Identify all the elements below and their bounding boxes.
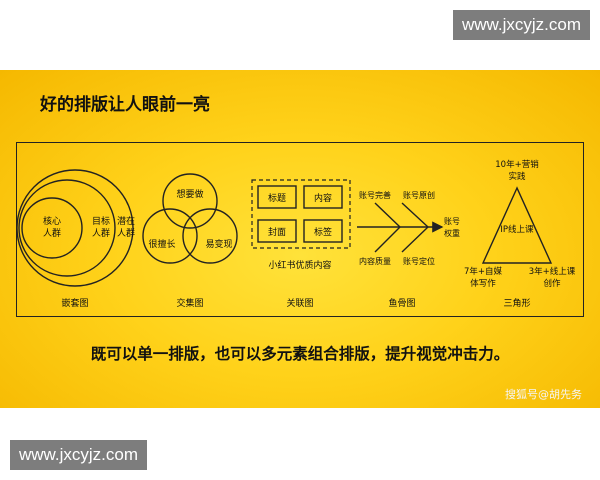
fishbone-bone-tl — [374, 202, 401, 228]
venn-top-label: 想要做 — [176, 188, 203, 200]
poster-caption: 既可以单一排版，也可以多元素组合排版，提升视觉冲击力。 — [90, 345, 510, 363]
relation-box-cover — [257, 219, 297, 243]
middle-circle — [18, 179, 116, 277]
nested-label: 嵌套图 — [61, 297, 88, 309]
fishbone-bone-br — [401, 226, 429, 253]
triangle-center: IP线上课 — [500, 224, 534, 235]
relation-box-tags-text: 标签 — [314, 226, 332, 238]
relation-box-content-text: 内容 — [314, 192, 332, 204]
outer-circle — [16, 169, 134, 287]
poster-title: 好的排版让人眼前一亮 — [40, 95, 210, 115]
fishbone-top-right: 账号原创 — [403, 190, 435, 200]
nested-inner-line2: 人群 — [43, 227, 61, 239]
nested-outer-line1: 潜在 — [117, 215, 135, 227]
relation-box-cover-text: 封面 — [268, 226, 286, 238]
nested-middle-line2: 人群 — [92, 227, 110, 239]
fishbone-diagram — [357, 202, 444, 253]
relation-label: 关联图 — [286, 297, 313, 309]
triangle-shape — [481, 186, 553, 264]
fishbone-bottom-left: 内容质量 — [359, 256, 391, 266]
triangle-label: 三角形 — [503, 297, 530, 309]
source-credit: 搜狐号@胡先务 — [505, 388, 582, 401]
triangle-right-line2: 创作 — [543, 278, 561, 289]
triangle-top-line2: 实践 — [508, 171, 526, 182]
fishbone-bottom-right: 账号定位 — [403, 256, 435, 266]
relation-box-title-text: 标题 — [268, 192, 286, 204]
watermark-top: www.jxcyjz.com — [453, 10, 590, 40]
venn-left-label: 很擅长 — [148, 238, 175, 250]
fishbone-bone-bl — [374, 226, 401, 253]
relation-bottom-text: 小红书优质内容 — [268, 259, 331, 271]
fishbone-head-line2: 权重 — [444, 228, 460, 238]
venn-label: 交集图 — [176, 297, 203, 309]
relation-box-tags — [303, 219, 343, 243]
nested-inner-line1: 核心 — [43, 215, 61, 227]
triangle-right-line1: 3年+线上课 — [529, 266, 576, 277]
nested-outer-line2: 人群 — [117, 227, 135, 239]
poster: 好的排版让人眼前一亮 核心 人群 目标 人群 潜在 人群 嵌套图 想要做 很擅长… — [0, 70, 600, 408]
nested-diagram — [16, 169, 134, 287]
relation-box-content — [303, 185, 343, 209]
triangle-left-line1: 7年+自媒 — [464, 266, 503, 277]
venn-circle-left — [142, 208, 198, 264]
fishbone-bone-tr — [401, 202, 429, 228]
fishbone-label: 鱼骨图 — [388, 297, 415, 309]
venn-diagram — [142, 173, 238, 264]
fishbone-top-left: 账号完善 — [359, 190, 391, 200]
diagram-canvas: 核心 人群 目标 人群 潜在 人群 嵌套图 想要做 很擅长 易变现 交集图 标题… — [16, 159, 576, 309]
nested-middle-line1: 目标 — [92, 215, 110, 227]
venn-circle-top — [162, 173, 218, 229]
triangle-top-line1: 10年+营销 — [495, 159, 539, 170]
relation-box-title — [257, 185, 297, 209]
venn-circle-right — [182, 208, 238, 264]
inner-circle — [21, 197, 83, 259]
watermark-bottom: www.jxcyjz.com — [10, 440, 147, 470]
triangle-left-line2: 体写作 — [470, 278, 496, 289]
venn-right-label: 易变现 — [205, 238, 232, 250]
fishbone-head-line1: 账号 — [444, 217, 460, 226]
relation-dashed-frame — [251, 179, 351, 249]
